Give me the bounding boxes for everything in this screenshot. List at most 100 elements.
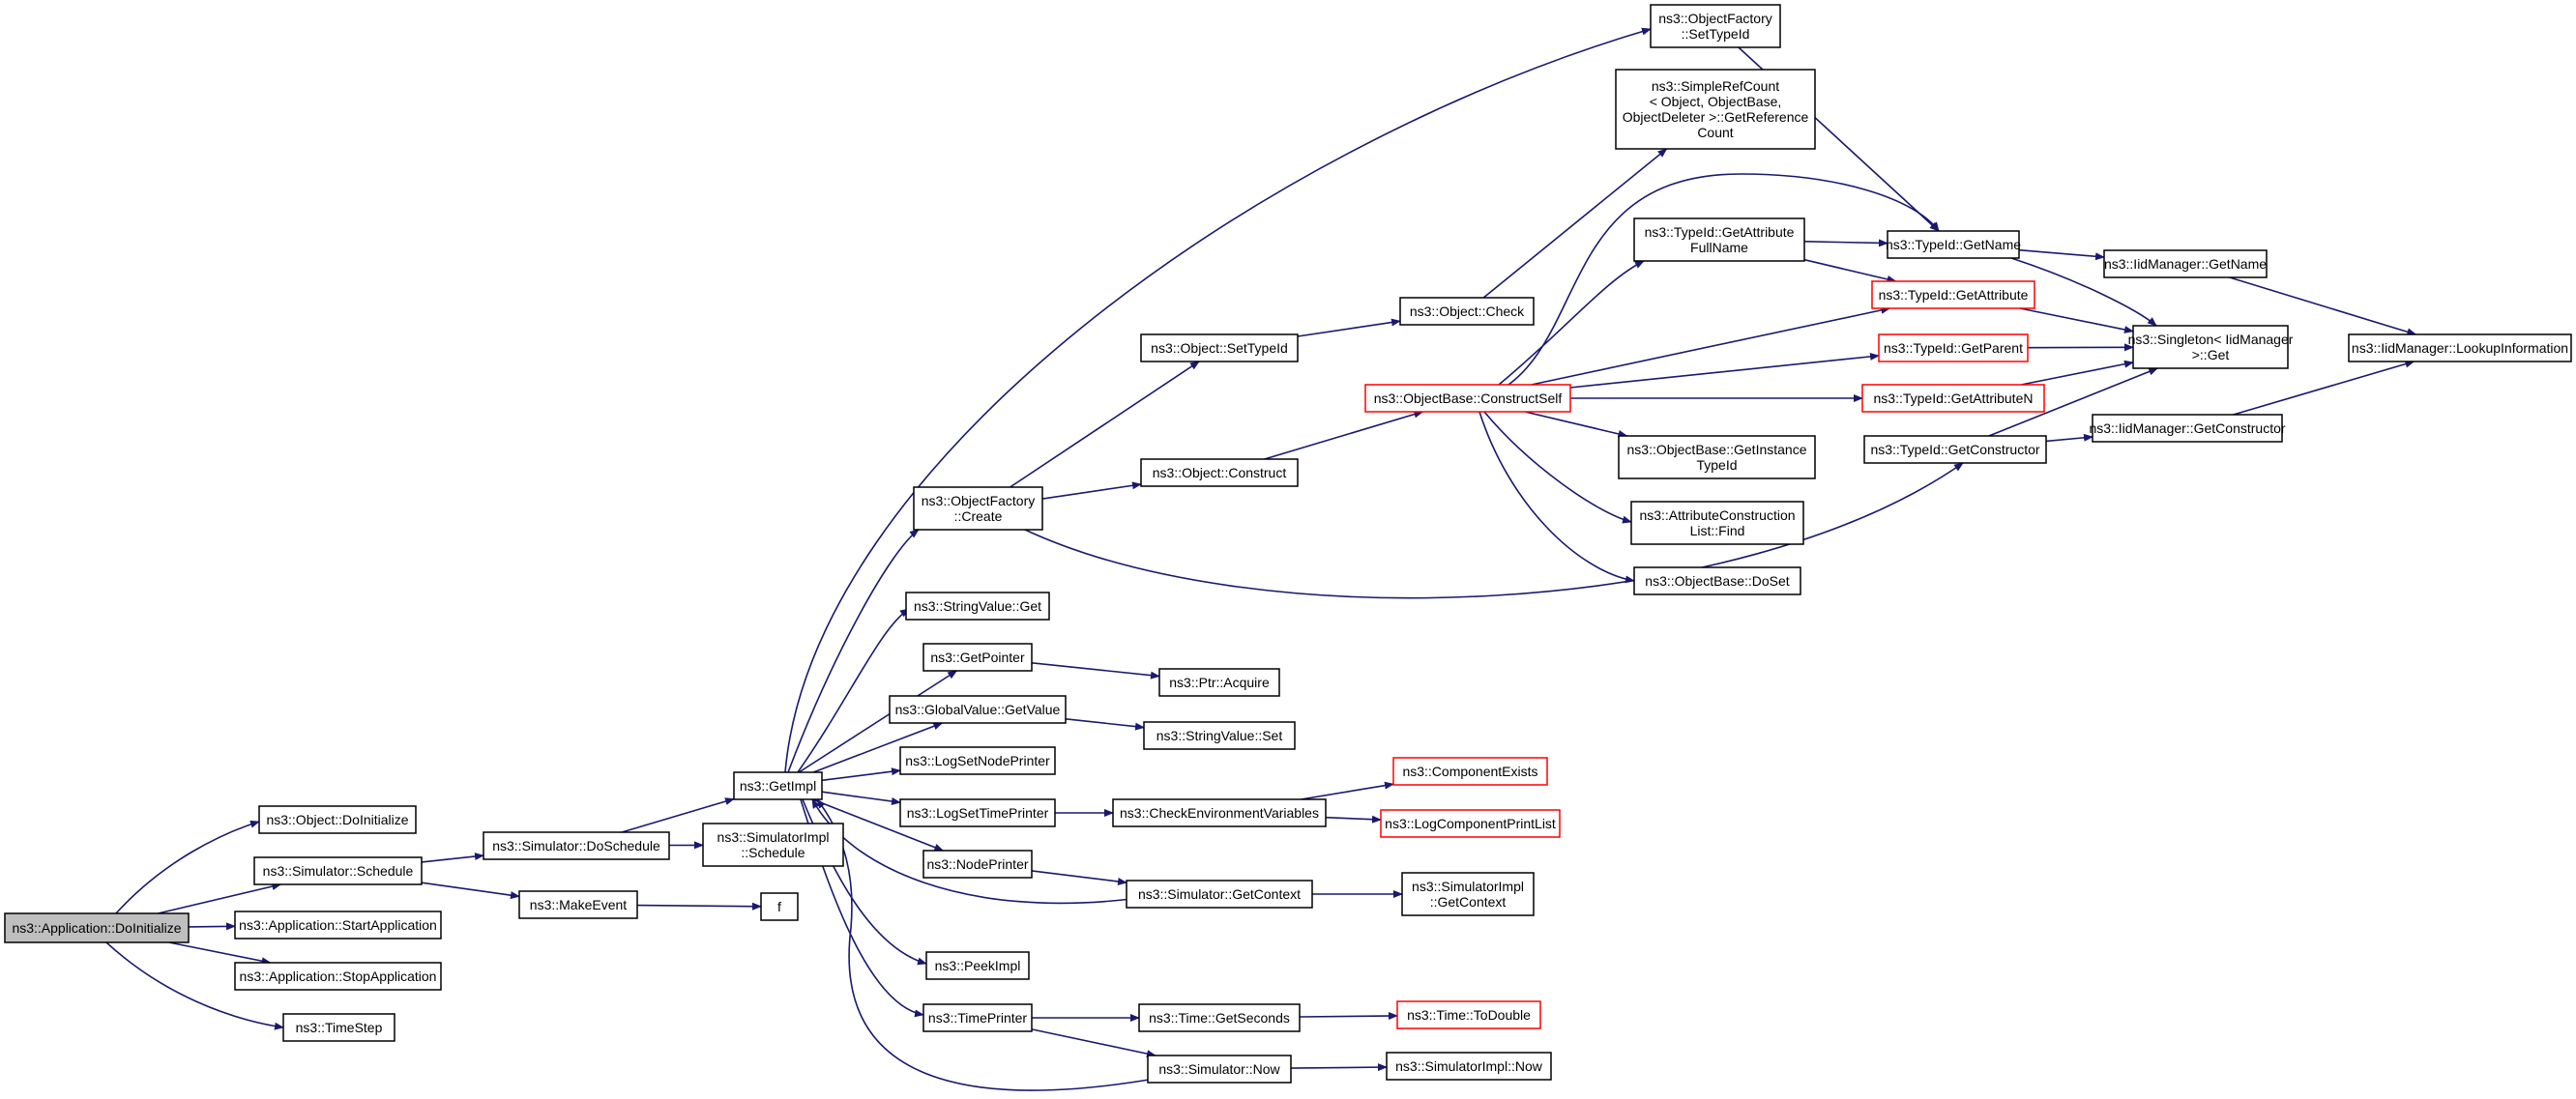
node-typeid-getconstructor[interactable]: ns3::TypeId::GetConstructor — [1863, 435, 2047, 464]
call-edge — [1803, 239, 1888, 247]
node-singleton-get[interactable]: ns3::Singleton< IidManager>::Get — [2128, 325, 2294, 369]
node-app-stop[interactable]: ns3::Application::StopApplication — [234, 962, 442, 991]
node-box — [1138, 1003, 1301, 1032]
node-label: ns3::Object::Construct — [1153, 465, 1287, 480]
node-box — [899, 746, 1056, 775]
node-box — [253, 856, 423, 885]
node-box — [1396, 1000, 1541, 1029]
call-edge — [1031, 1028, 1156, 1058]
node-logsetnodeprinter[interactable]: ns3::LogSetNodePrinter — [899, 746, 1056, 775]
node-timeprinter[interactable]: ns3::TimePrinter — [922, 1003, 1033, 1032]
node-box — [1618, 435, 1816, 479]
node-logcomponentprintlist[interactable]: ns3::LogComponentPrintList — [1380, 809, 1561, 838]
node-label: ns3::TypeId::GetParent — [1884, 340, 2023, 356]
node-componentexists[interactable]: ns3::ComponentExists — [1392, 757, 1548, 786]
node-time-todouble[interactable]: ns3::Time::ToDouble — [1396, 1000, 1541, 1029]
node-label: ns3::ObjectBase::DoSet — [1645, 573, 1790, 589]
node-simimpl-schedule[interactable]: ns3::SimulatorImpl::Schedule — [702, 823, 844, 867]
call-edge — [1988, 367, 2159, 437]
call-edge — [421, 853, 484, 863]
node-stringvalue-set[interactable]: ns3::StringValue::Set — [1143, 721, 1296, 750]
node-label: ns3::SimulatorImpl — [717, 829, 830, 845]
node-box — [1630, 501, 1804, 545]
node-peekimpl[interactable]: ns3::PeekImpl — [925, 951, 1030, 980]
node-label: ns3::IidManager::GetName — [2104, 256, 2267, 272]
node-getimpl[interactable]: ns3::GetImpl — [733, 771, 823, 800]
node-box — [258, 805, 417, 834]
node-sim-getcontext[interactable]: ns3::Simulator::GetContext — [1126, 880, 1313, 909]
node-iidmanager-getname[interactable]: ns3::IidManager::GetName — [2103, 249, 2268, 278]
node-timestep[interactable]: ns3::TimeStep — [282, 1013, 395, 1042]
node-box — [1887, 230, 2020, 259]
node-typeid-getattributen[interactable]: ns3::TypeId::GetAttributeN — [1861, 384, 2045, 413]
node-objfactory-settypeid[interactable]: ns3::ObjectFactory::SetTypeId — [1650, 4, 1781, 48]
call-edge — [1065, 718, 1145, 731]
node-object-settypeid[interactable]: ns3::Object::SetTypeId — [1140, 333, 1299, 362]
call-edge — [2021, 360, 2134, 386]
node-object-check[interactable]: ns3::Object::Check — [1399, 297, 1535, 326]
node-box — [234, 962, 442, 991]
node-iidmanager-getconstructor[interactable]: ns3::IidManager::GetConstructor — [2089, 414, 2286, 443]
call-edge — [821, 767, 901, 782]
node-label: ::SetTypeId — [1682, 26, 1750, 42]
node-simplerefcount[interactable]: ns3::SimpleRefCount< Object, ObjectBase,… — [1615, 69, 1816, 150]
call-edge — [2019, 307, 2134, 333]
call-edge — [1803, 258, 1897, 283]
call-edge — [421, 882, 520, 900]
node-typeid-getattribute[interactable]: ns3::TypeId::GetAttribute — [1871, 280, 2035, 309]
node-sim-schedule[interactable]: ns3::Simulator::Schedule — [253, 856, 423, 885]
node-box — [1364, 384, 1571, 413]
node-makeevent[interactable]: ns3::MakeEvent — [518, 890, 638, 919]
call-edge — [1041, 481, 1142, 500]
node-nodeprinter[interactable]: ns3::NodePrinter — [922, 850, 1033, 879]
call-edge — [811, 798, 945, 852]
node-label: < Object, ObjectBase, — [1650, 94, 1782, 109]
node-iidmanager-lookupinformation[interactable]: ns3::IidManager::LookupInformation — [2348, 333, 2572, 362]
node-stringvalue-get[interactable]: ns3::StringValue::Get — [905, 592, 1050, 621]
node-time-getseconds[interactable]: ns3::Time::GetSeconds — [1138, 1003, 1301, 1032]
node-box — [2132, 325, 2289, 369]
call-edge — [1478, 411, 1635, 584]
node-typeid-getname[interactable]: ns3::TypeId::GetName — [1886, 230, 2021, 259]
node-sim-now[interactable]: ns3::Simulator::Now — [1147, 1055, 1292, 1084]
node-logsettimeprinter[interactable]: ns3::LogSetTimePrinter — [899, 798, 1056, 827]
node-object-construct[interactable]: ns3::Object::Construct — [1140, 458, 1299, 487]
node-checkenv[interactable]: ns3::CheckEnvironmentVariables — [1112, 798, 1327, 827]
node-globalvalue-getvalue[interactable]: ns3::GlobalValue::GetValue — [889, 695, 1067, 724]
node-objectbase-constructself[interactable]: ns3::ObjectBase::ConstructSelf — [1364, 384, 1571, 413]
node-ptr-acquire[interactable]: ns3::Ptr::Acquire — [1158, 668, 1280, 697]
node-label: ns3::Simulator::Schedule — [263, 863, 414, 879]
call-edge — [797, 608, 910, 773]
node-objectbase-doset[interactable]: ns3::ObjectBase::DoSet — [1633, 566, 1801, 595]
node-label: ns3::LogComponentPrintList — [1385, 816, 1556, 831]
call-edge — [636, 902, 762, 911]
call-edge — [2018, 248, 2105, 261]
call-edge — [2229, 276, 2417, 336]
node-label: ns3::Object::DoInitialize — [266, 812, 408, 827]
node-obj-doinit[interactable]: ns3::Object::DoInitialize — [258, 805, 417, 834]
node-box — [1143, 721, 1296, 750]
node-label: TypeId — [1696, 457, 1737, 473]
node-app-start[interactable]: ns3::Application::StartApplication — [234, 911, 442, 940]
node-box — [1871, 280, 2035, 309]
node-simimpl-getcontext[interactable]: ns3::SimulatorImpl::GetContext — [1401, 872, 1535, 916]
node-objfactory-create[interactable]: ns3::ObjectFactory::Create — [913, 486, 1043, 531]
node-label: ns3::Object::Check — [1410, 304, 1525, 319]
node-box — [702, 823, 844, 867]
node-simimpl-now[interactable]: ns3::SimulatorImpl::Now — [1386, 1052, 1552, 1081]
call-edge — [1031, 662, 1160, 680]
node-box — [2348, 333, 2572, 362]
node-label: ns3::StringValue::Get — [914, 598, 1041, 614]
node-box — [1126, 880, 1313, 909]
call-edge — [2045, 433, 2093, 443]
node-getpointer[interactable]: ns3::GetPointer — [922, 643, 1033, 672]
node-box — [518, 890, 638, 919]
node-label: ns3::SimulatorImpl::Now — [1395, 1058, 1543, 1074]
node-box — [1112, 798, 1327, 827]
node-sim-doschedule[interactable]: ns3::Simulator::DoSchedule — [483, 831, 670, 860]
node-typeid-getparent[interactable]: ns3::TypeId::GetParent — [1878, 333, 2029, 362]
node-f[interactable]: f — [760, 892, 799, 921]
